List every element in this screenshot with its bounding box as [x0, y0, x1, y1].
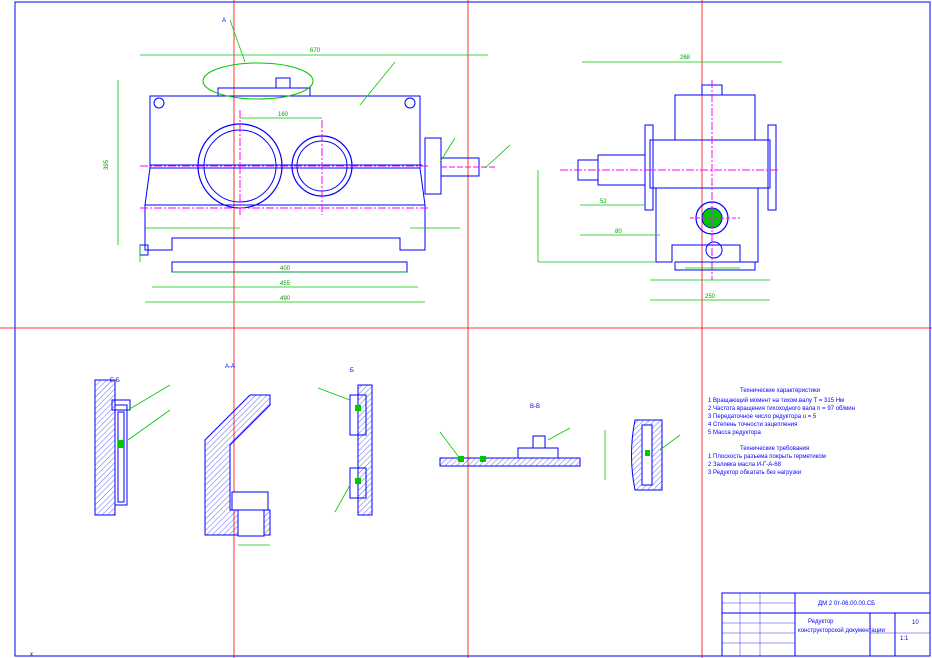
dim-base-1: 400: [280, 266, 291, 272]
tech-requirements: Технические характеристики 1 Вращающий м…: [708, 388, 855, 476]
detail-bearing-cover: Б: [317, 368, 373, 516]
tech-heading: Технические характеристики: [740, 388, 820, 394]
dim-shaft-1: 52: [600, 199, 607, 205]
dim-side-width: 268: [680, 55, 691, 61]
dim-side-base: 250: [705, 294, 716, 300]
dim-front-width: 670: [310, 48, 321, 54]
detail-cover-plate: В-В: [439, 404, 581, 467]
title-scale: 1:1: [900, 636, 909, 642]
front-view: [139, 62, 495, 273]
title-designation: ДМ 2 0т-06.00.00.СБ: [818, 601, 875, 607]
dim-front-height: 395: [104, 159, 110, 170]
tech-line-6: Технические требования: [740, 446, 809, 452]
tech-line-5: 5 Масса редуктора: [708, 430, 762, 436]
title-name: Редуктор: [808, 619, 834, 625]
title-sheet-number: 10: [912, 620, 919, 626]
section-a-label: А: [222, 18, 226, 24]
title-subtitle: конструкторской документации: [798, 627, 885, 634]
dim-shaft-2: 80: [615, 229, 622, 235]
title-block: ДМ 2 0т-06.00.00.СБ Редуктор конструктор…: [721, 592, 931, 657]
front-dimensions: 670 395 400 455 490 160: [104, 19, 511, 303]
detail-round-plug: [604, 419, 681, 491]
dim-base-3: 490: [280, 296, 291, 302]
dim-base-2: 455: [280, 281, 291, 287]
detail-2-label: А-А: [225, 364, 235, 370]
dim-axis: 160: [278, 112, 289, 118]
tech-line-8: 2 Заливка масла И-Г-А-68: [708, 462, 782, 468]
detail-4-label: В-В: [530, 404, 540, 410]
tech-line-2: 2 Частота вращения тихоходного вала n = …: [708, 406, 855, 412]
tech-line-4: 4 Степень точности зацепления: [708, 422, 797, 428]
tech-line-3: 3 Передаточное число редуктора u = 5: [708, 414, 817, 420]
tech-line-9: 3 Редуктор обкатать без нагрузки: [708, 470, 801, 476]
svg-text:x: x: [30, 652, 33, 658]
detail-3-label: Б: [350, 368, 354, 374]
detail-housing-section: А-А: [204, 364, 271, 546]
side-view: [560, 80, 780, 280]
detail-bolt-section: Б-Б: [94, 378, 171, 516]
tech-line-1: 1 Вращающий момент на тихом.валу Т = 315…: [708, 397, 844, 404]
tech-line-7: 1 Плоскость разъема покрыть герметиком: [708, 454, 826, 460]
side-dimensions: 268 250 52 80: [537, 55, 782, 301]
